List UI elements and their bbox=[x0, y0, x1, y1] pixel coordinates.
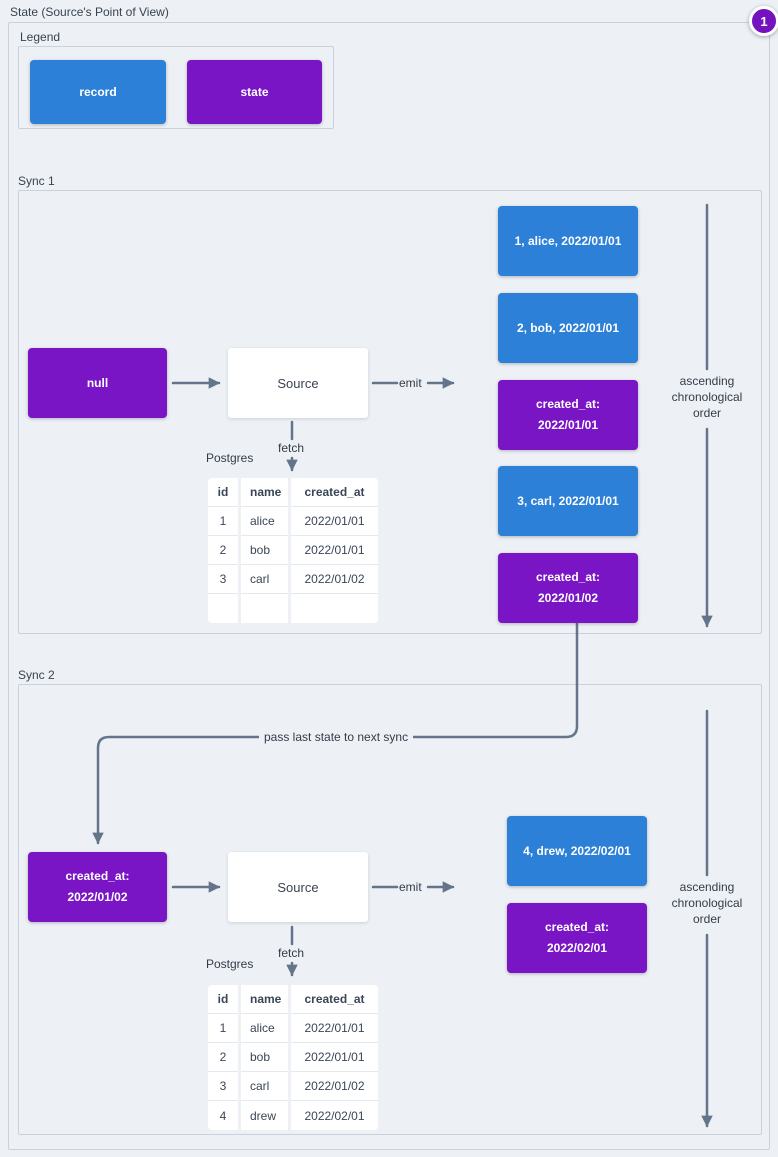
sync1-order-note: ascending chronological order bbox=[671, 374, 743, 420]
sync1-postgres-label: Postgres bbox=[206, 451, 254, 465]
table-cell bbox=[208, 594, 238, 623]
table-cell: drew bbox=[241, 1101, 288, 1130]
table-cell: 2022/01/01 bbox=[291, 536, 378, 565]
table-cell: 1 bbox=[208, 1014, 238, 1043]
legend-title: Legend bbox=[20, 30, 61, 44]
sync1-fetch-label: fetch bbox=[278, 441, 305, 455]
table-cell: 4 bbox=[208, 1101, 238, 1130]
table-cell: alice bbox=[241, 507, 288, 536]
table-cell: 2022/01/01 bbox=[291, 1043, 378, 1072]
emitted-record-box: 3, carl, 2022/01/01 bbox=[498, 466, 638, 536]
sync1-emit-label: emit bbox=[399, 376, 422, 390]
emitted-state-box: created_at: 2022/01/01 bbox=[498, 380, 638, 450]
pass-state-label: pass last state to next sync bbox=[259, 730, 414, 744]
emitted-state-box: created_at: 2022/01/02 bbox=[498, 553, 638, 623]
sync2-title: Sync 2 bbox=[18, 668, 55, 682]
table-cell: 1 bbox=[208, 507, 238, 536]
table-header-id: id bbox=[208, 985, 238, 1014]
sync2-frame bbox=[18, 684, 762, 1135]
state-pov-frame bbox=[8, 22, 770, 1150]
table-header-id: id bbox=[208, 478, 238, 507]
table-cell: carl bbox=[241, 565, 288, 594]
emitted-state-box: created_at: 2022/02/01 bbox=[507, 903, 647, 973]
sync2-order-note: ascending chronological order bbox=[671, 880, 743, 926]
table-cell: 2022/01/02 bbox=[291, 1072, 378, 1101]
annotation-badge-1[interactable]: 1 bbox=[749, 6, 778, 36]
table-cell bbox=[241, 594, 288, 623]
table-cell: alice bbox=[241, 1014, 288, 1043]
page-title: State (Source's Point of View) bbox=[10, 5, 169, 19]
sync2-source-box: Source bbox=[228, 852, 368, 922]
table-cell: 2022/01/01 bbox=[291, 507, 378, 536]
table-cell: 2 bbox=[208, 536, 238, 565]
table-cell bbox=[291, 594, 378, 623]
table-cell: 2 bbox=[208, 1043, 238, 1072]
table-cell: 2022/01/01 bbox=[291, 1014, 378, 1043]
table-cell: 2022/01/02 bbox=[291, 565, 378, 594]
emitted-record-box: 2, bob, 2022/01/01 bbox=[498, 293, 638, 363]
sync1-postgres-table: id name created_at 1 alice 2022/01/01 2 … bbox=[208, 478, 378, 623]
sync2-emit-label: emit bbox=[399, 880, 422, 894]
table-header-created-at: created_at bbox=[291, 985, 378, 1014]
sync1-input-state-box: null bbox=[28, 348, 167, 418]
table-cell: 2022/02/01 bbox=[291, 1101, 378, 1130]
legend-frame bbox=[18, 46, 334, 129]
sync2-postgres-table: id name created_at 1 alice 2022/01/01 2 … bbox=[208, 985, 378, 1130]
legend-record-box: record bbox=[30, 60, 166, 124]
sync1-frame bbox=[18, 190, 762, 634]
sync1-title: Sync 1 bbox=[18, 174, 55, 188]
sync2-fetch-label: fetch bbox=[278, 946, 305, 960]
table-header-name: name bbox=[241, 985, 288, 1014]
table-cell: 3 bbox=[208, 1072, 238, 1101]
table-cell: 3 bbox=[208, 565, 238, 594]
table-cell: bob bbox=[241, 536, 288, 565]
table-header-name: name bbox=[241, 478, 288, 507]
emitted-record-box: 1, alice, 2022/01/01 bbox=[498, 206, 638, 276]
table-cell: carl bbox=[241, 1072, 288, 1101]
sync2-postgres-label: Postgres bbox=[206, 957, 254, 971]
emitted-record-box: 4, drew, 2022/02/01 bbox=[507, 816, 647, 886]
table-header-created-at: created_at bbox=[291, 478, 378, 507]
table-cell: bob bbox=[241, 1043, 288, 1072]
legend-state-box: state bbox=[187, 60, 322, 124]
sync2-input-state-box: created_at: 2022/01/02 bbox=[28, 852, 167, 922]
sync1-source-box: Source bbox=[228, 348, 368, 418]
